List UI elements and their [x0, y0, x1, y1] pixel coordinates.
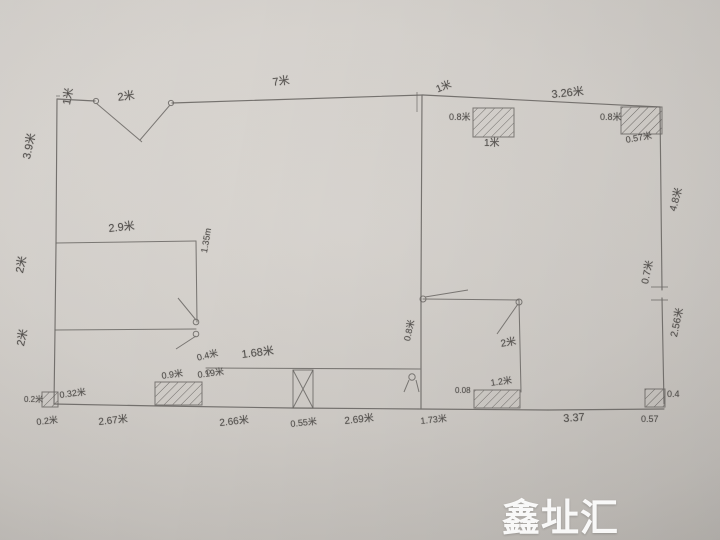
windows-and-fixtures: [41, 106, 666, 409]
dim-bottom-right-run: 3.37: [562, 411, 586, 425]
dim-top-left-door2: 2米: [116, 89, 136, 104]
dim-bottom-right-hatch-left: 0.08: [455, 386, 471, 395]
dimension-ticks: [56, 92, 668, 301]
dim-bottom-left-box-left: 0.2米: [24, 395, 44, 404]
dim-window-left-depth: 1米: [484, 138, 500, 149]
dim-window-right-width: 0.8米: [600, 112, 622, 122]
inner-walls: [54, 240, 522, 393]
watermark: 鑫址汇: [502, 496, 620, 540]
outer-walls: [53, 94, 665, 411]
dim-window-left-width: 0.8米: [449, 112, 471, 122]
dim-top-wall: 7米: [271, 74, 291, 89]
dim-bottom-right-corner-d: 0.57: [641, 414, 659, 424]
door-swings: [92, 97, 523, 393]
dim-bottom-right-corner-w: 0.4: [667, 389, 680, 399]
